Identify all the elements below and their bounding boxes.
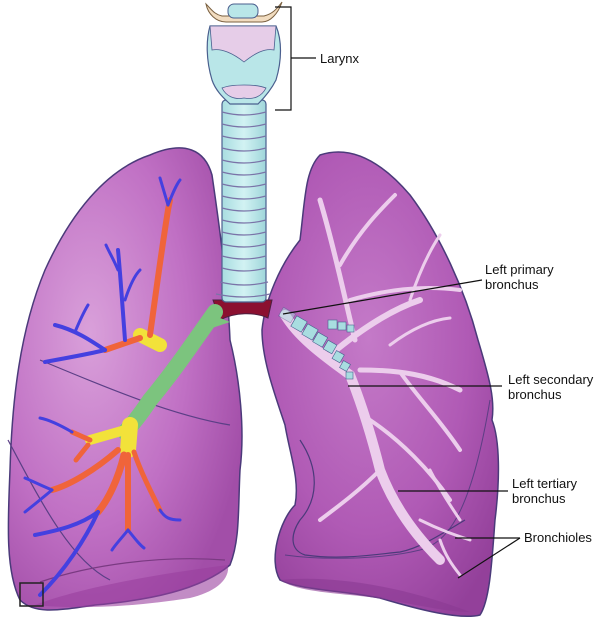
- trachea: [212, 99, 273, 328]
- label-left-tertiary-bronchus: Left tertiary bronchus: [512, 476, 578, 506]
- label-bronchioles: Bronchioles: [524, 530, 592, 545]
- leader-lines: [275, 6, 521, 579]
- larynx: [205, 1, 283, 105]
- alveoli-inset-box: [19, 582, 44, 607]
- right-bronchial-tree: [23, 176, 223, 597]
- label-larynx: Larynx: [320, 51, 360, 66]
- left-lung: [261, 151, 500, 618]
- label-left-primary-bronchus: Left primary bronchus: [485, 262, 554, 292]
- right-lung: [7, 147, 243, 611]
- label-left-secondary-bronchus: Left secondary bronchus: [508, 372, 594, 402]
